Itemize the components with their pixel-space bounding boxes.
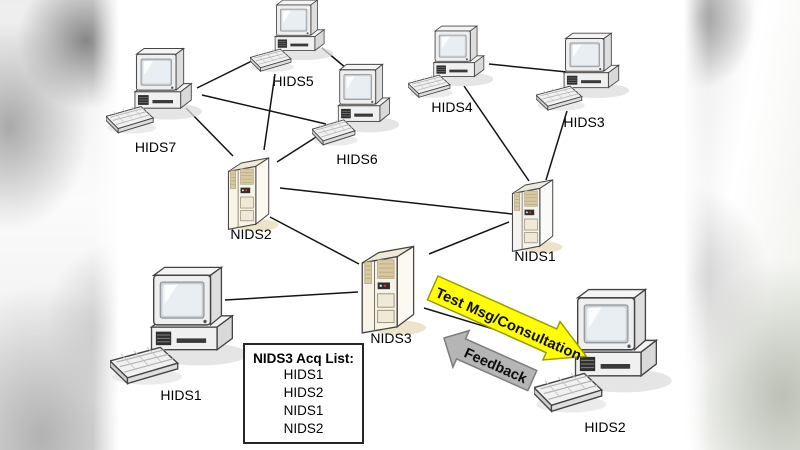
node-hids3: HIDS3	[536, 31, 632, 130]
node-label-hids5: HIDS5	[272, 73, 314, 89]
workstation-icon	[536, 31, 632, 113]
node-label-nids3: NIDS3	[370, 330, 412, 346]
node-hids5: HIDS5	[250, 0, 336, 89]
workstation-icon	[534, 286, 676, 416]
link-hids7-hids6	[201, 94, 327, 125]
server-icon	[222, 146, 280, 231]
workstation-icon	[312, 62, 402, 148]
feedback-arrow: Feedback	[443, 329, 538, 392]
workstation-icon	[408, 24, 496, 100]
node-label-hids7: HIDS7	[134, 139, 177, 155]
acq-list-item: HIDS1	[283, 367, 324, 382]
feedback-arrow-label: Feedback	[462, 345, 530, 387]
nids3-acq-list-box: NIDS3 Acq List: HIDS1 HIDS2 NIDS1 NIDS2	[243, 343, 364, 444]
acq-list-item: HIDS2	[283, 385, 324, 400]
server-icon	[506, 168, 564, 253]
node-label-hids1: HIDS1	[160, 387, 202, 403]
node-label-nids1: NIDS1	[514, 248, 556, 264]
node-label-hids3: HIDS3	[563, 114, 605, 130]
node-hids2: HIDS2	[534, 286, 676, 435]
acq-list-item: NIDS1	[283, 403, 324, 418]
node-hids4: HIDS4	[408, 24, 496, 115]
link-nids2-nids3	[269, 216, 360, 265]
server-icon	[354, 232, 428, 335]
background-blur-band-left	[0, 0, 119, 450]
link-nids2-nids1	[279, 187, 513, 215]
acq-list-title: NIDS3 Acq List:	[253, 351, 354, 366]
node-hids1: HIDS1	[110, 264, 252, 403]
node-nids3: NIDS3	[354, 232, 428, 346]
node-nids1: NIDS1	[506, 168, 564, 264]
acq-list-item: NIDS2	[283, 421, 324, 436]
background-blur-band-right	[684, 0, 800, 450]
link-nids3-nids1	[428, 221, 510, 255]
node-nids2: NIDS2	[222, 146, 280, 242]
node-hids7: HIDS7	[106, 46, 205, 155]
node-hids6: HIDS6	[312, 62, 402, 167]
workstation-icon	[106, 46, 205, 136]
node-label-nids2: NIDS2	[230, 226, 272, 242]
node-label-hids2: HIDS2	[584, 419, 626, 435]
node-label-hids6: HIDS6	[336, 151, 378, 167]
link-hids7-hids5	[196, 57, 259, 89]
workstation-icon	[110, 264, 252, 388]
node-label-hids4: HIDS4	[431, 99, 473, 115]
